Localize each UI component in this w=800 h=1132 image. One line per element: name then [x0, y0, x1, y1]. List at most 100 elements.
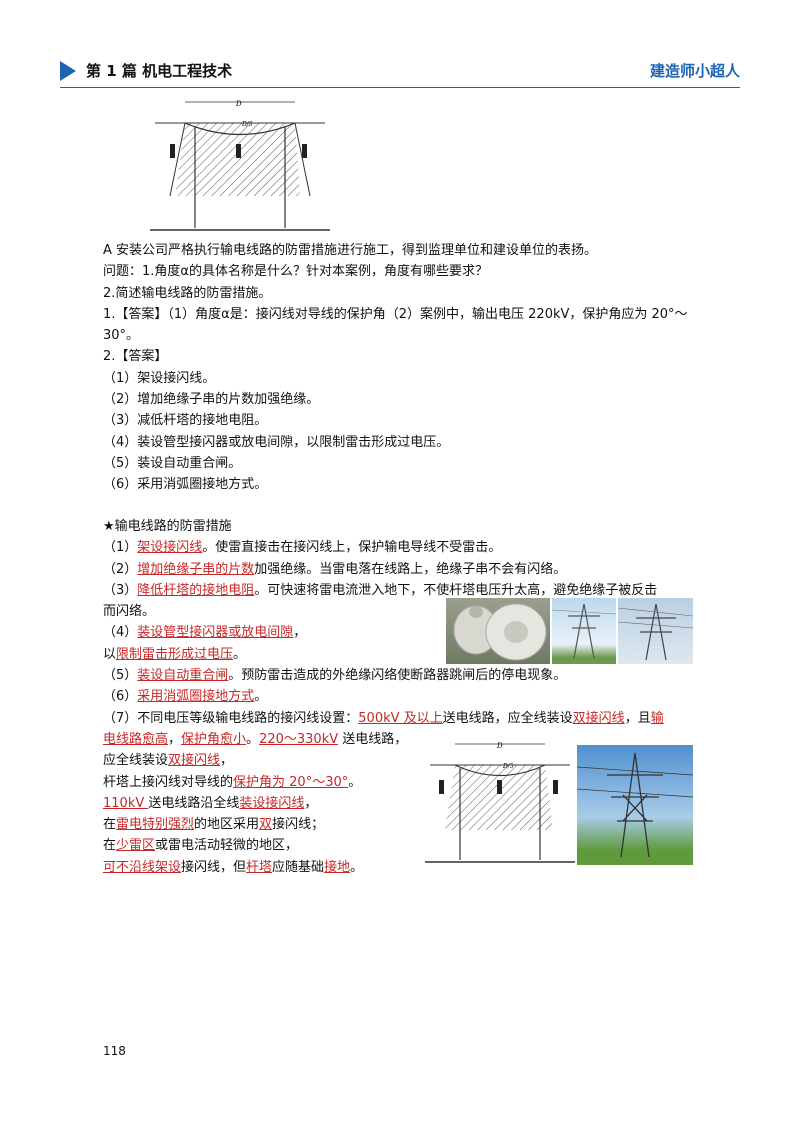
tower-photo-2 — [618, 598, 693, 664]
lightning-protection-section: ★输电线路的防雷措施 （1）架设接闪线。使雷直接击在接闪线上，保护输电导线不受雷… — [103, 516, 703, 878]
text-span: 。预防雷击造成的外绝缘闪络使断路器跳闸后的停电现象。 — [228, 668, 567, 684]
paragraph: （4）装设管型接闪器或放电间隙，以限制雷击形成过电压。 — [103, 434, 450, 450]
text-span: 保护角为 20°～30° — [233, 774, 349, 790]
text-span: 接闪线； — [272, 817, 325, 833]
text-span: 而闪络。 — [103, 604, 156, 620]
insulator-photo — [446, 598, 550, 664]
text-span: （5） — [103, 668, 138, 684]
text-span: 少雷区 — [116, 838, 156, 854]
paragraph: 30°。 — [103, 328, 140, 344]
list-item: 以限制雷击形成过电压。 — [103, 644, 703, 665]
paragraph: 1.【答案】（1）角度α是：接闪线对导线的保护角（2）案例中，输出电压 220k… — [103, 306, 688, 322]
list-item: 杆塔上接闪线对导线的保护角为 20°～30°。 — [103, 772, 703, 793]
text-span: 加强绝缘。当雷电落在线路上，绝缘子串不会有闪络。 — [254, 561, 567, 577]
list-item: 在少雷区或雷电活动轻微的地区， — [103, 835, 703, 856]
text-span: 应随基础 — [272, 859, 325, 875]
paragraph: 问题：1.角度α的具体名称是什么？针对本案例，角度有哪些要求？ — [103, 264, 488, 280]
text-span: 。可快速将雷电流泄入地下，不使杆塔电压升太高，避免绝缘子被反击 — [254, 582, 658, 598]
text-span: 电线路愈高 — [103, 731, 169, 747]
header-arrow-icon — [60, 61, 76, 81]
list-item: 应全线装设双接闪线， — [103, 750, 703, 771]
text-span: 保护角愈小 — [181, 731, 247, 747]
text-span: 雷电特别强烈 — [116, 817, 195, 833]
text-span: 以 — [103, 646, 117, 662]
chapter-title: 第 1 篇 机电工程技术 — [86, 62, 233, 80]
text-span: 220～330kV — [259, 731, 339, 747]
text-span: 架设接闪线 — [137, 540, 203, 556]
text-span: 。 — [350, 859, 364, 875]
list-item: （3）降低杆塔的接地电阻。可快速将雷电流泄入地下，不使杆塔电压升太高，避免绝缘子… — [103, 580, 703, 601]
page-header: 第 1 篇 机电工程技术 建造师小超人 — [60, 58, 740, 88]
text-span: 在 — [103, 838, 117, 854]
text-span: 限制雷击形成过电压 — [116, 646, 234, 662]
list-item: （2）增加绝缘子串的片数加强绝缘。当雷电落在线路上，绝缘子串不会有闪络。 — [103, 559, 703, 580]
text-span: 装设管型接闪器或放电间隙 — [137, 625, 294, 641]
shield-angle-diagram-bottom: D D/5 — [425, 742, 575, 863]
shield-angle-diagram-top: D D/5 — [150, 100, 330, 231]
list-item: （7）不同电压等级输电线路的接闪线设置：500kV 及以上送电线路，应全线装设双… — [103, 708, 703, 729]
text-span: （2） — [103, 561, 138, 577]
text-span: （6） — [103, 689, 138, 705]
text-span: 。 — [246, 731, 260, 747]
paragraph: 2.简述输电线路的防雷措施。 — [103, 285, 272, 301]
list-item: 可不沿线架设接闪线，但杆塔应随基础接地。 — [103, 857, 703, 878]
text-span: 输 — [650, 710, 664, 726]
paragraph: （1）架设接闪线。 — [103, 370, 216, 386]
paragraph: A 安装公司严格执行输电线路的防雷措施进行施工，得到监理单位和建设单位的表扬。 — [103, 243, 598, 258]
text-span: 或雷电活动轻微的地区， — [155, 838, 299, 854]
text-span: （4） — [103, 625, 138, 641]
text-span: 双接闪线 — [572, 710, 625, 726]
paragraph: （2）增加绝缘子串的片数加强绝缘。 — [103, 392, 320, 408]
text-span: 。 — [348, 774, 362, 790]
text-span: （1） — [103, 540, 138, 556]
text-span: 。 — [254, 689, 268, 705]
text-span: 。 — [233, 646, 247, 662]
text-span: （7）不同电压等级输电线路的接闪线设置： — [103, 710, 359, 726]
list-item: 电线路愈高，保护角愈小。220～330kV 送电线路， — [103, 729, 703, 750]
text-span: 双接闪线 — [168, 753, 221, 769]
text-span: 110kV — [103, 795, 149, 811]
text-span: 杆塔上接闪线对导线的 — [103, 774, 234, 790]
list-item: 而闪络。 — [103, 601, 703, 622]
text-span: 接闪线，但 — [181, 859, 247, 875]
list-item: （4）装设管型接闪器或放电间隙， — [103, 622, 703, 643]
list-item: 在雷电特别强烈的地区采用双接闪线； — [103, 814, 703, 835]
tower-photo-1 — [552, 598, 616, 664]
case-question-answer: A 安装公司严格执行输电线路的防雷措施进行施工，得到监理单位和建设单位的表扬。 … — [103, 240, 703, 496]
text-span: D — [235, 100, 242, 108]
text-span: ， — [220, 753, 234, 769]
tower-photo-3 — [577, 745, 693, 865]
header-rule — [60, 87, 740, 88]
text-span: 装设接闪线 — [239, 795, 305, 811]
paragraph: （3）减低杆塔的接地电阻。 — [103, 413, 268, 429]
text-span: D — [496, 742, 503, 750]
paragraph: （5）装设自动重合闸。 — [103, 455, 242, 471]
text-span: 降低杆塔的接地电阻 — [137, 582, 255, 598]
text-span: ， — [293, 625, 307, 641]
text-span: 送电线路， — [338, 731, 408, 747]
text-span: 双 — [259, 817, 273, 833]
text-span: 500kV 及以上 — [358, 710, 443, 726]
text-span: 。使雷直接击在接闪线上，保护输电导线不受雷击。 — [202, 540, 502, 556]
list-item: （1）架设接闪线。使雷直接击在接闪线上，保护输电导线不受雷击。 — [103, 537, 703, 558]
text-span: 可不沿线架设 — [103, 859, 182, 875]
brand-name: 建造师小超人 — [649, 62, 740, 80]
text-span: 送电线路沿全线 — [148, 795, 240, 811]
list-item: （5）装设自动重合闸。预防雷击造成的外绝缘闪络使断路器跳闸后的停电现象。 — [103, 665, 703, 686]
text-span: 的地区采用 — [194, 817, 260, 833]
text-span: ，且 — [624, 710, 651, 726]
text-span: 应全线装设 — [103, 753, 169, 769]
paragraph: （6）采用消弧圈接地方式。 — [103, 477, 268, 493]
list-item: 110kV 送电线路沿全线装设接闪线， — [103, 793, 703, 814]
section-title: ★输电线路的防雷措施 — [103, 519, 232, 534]
text-span: 在 — [103, 817, 117, 833]
paragraph: 2.【答案】 — [103, 349, 168, 365]
list-item: （6）采用消弧圈接地方式。 — [103, 686, 703, 707]
text-span: ， — [168, 731, 182, 747]
text-span: 送电线路，应全线装设 — [442, 710, 573, 726]
text-span: 增加绝缘子串的片数 — [137, 561, 255, 577]
text-span: 杆塔 — [246, 859, 273, 875]
text-span: （3） — [103, 582, 138, 598]
text-span: 装设自动重合闸 — [137, 668, 229, 684]
page-number: 118 — [103, 1044, 126, 1058]
